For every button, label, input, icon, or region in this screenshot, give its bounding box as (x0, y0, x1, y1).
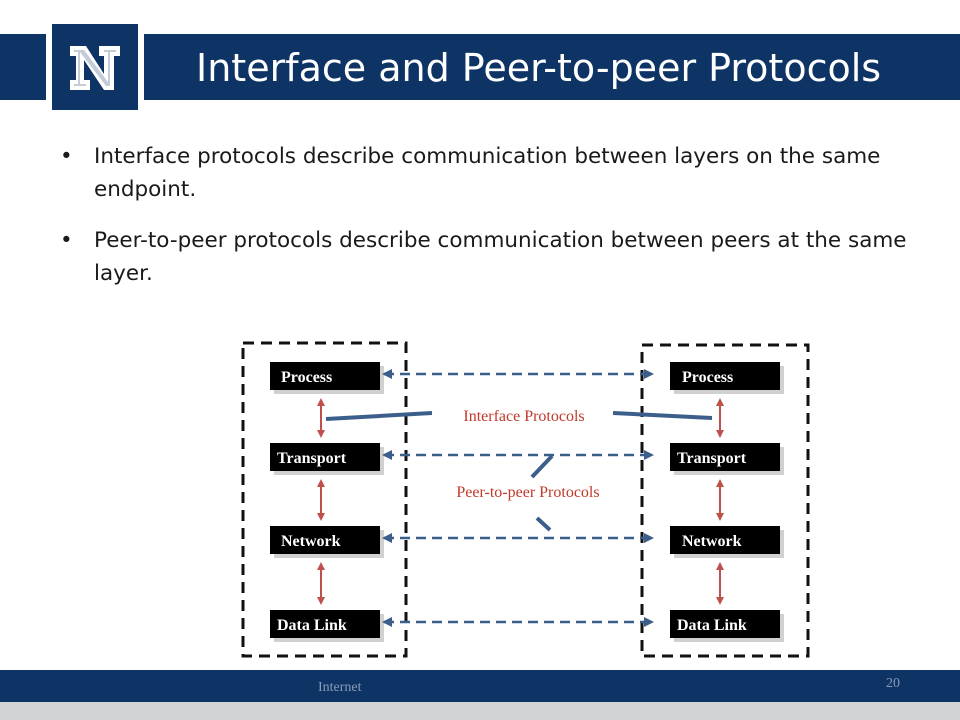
footer-label: Internet (318, 680, 362, 695)
bullet-dot-icon: • (60, 144, 73, 169)
right-layer-transport: Transport (670, 443, 784, 475)
bullet-dot-icon: • (60, 228, 73, 253)
layer-label: Transport (277, 450, 347, 467)
left-endpoint-boundary (241, 341, 408, 658)
university-logo (46, 18, 144, 116)
layer-label: Data Link (277, 617, 347, 634)
bullet-text: Peer-to-peer protocols describe communic… (94, 228, 907, 286)
peer-callout-line (530, 454, 554, 479)
right-layer-data-link: Data Link (670, 610, 784, 642)
left-layer-data-link: Data Link (270, 610, 384, 642)
layer-label: Data Link (677, 617, 747, 634)
layer-label: Transport (677, 450, 747, 467)
interface-callout-line (325, 411, 433, 421)
logo-emblem (52, 24, 138, 110)
right-endpoint-boundary (640, 343, 810, 658)
layer-label: Network (682, 533, 742, 550)
left-layer-transport: Transport (270, 443, 384, 475)
left-layer-network: Network (270, 526, 384, 558)
interface-protocols-label: Interface Protocols (463, 408, 584, 425)
slide-title: Interface and Peer-to-peer Protocols (196, 46, 882, 90)
title-bar (0, 34, 960, 100)
layer-label: Network (281, 533, 341, 550)
page-number: 20 (886, 676, 900, 691)
left-layer-process: Process (270, 362, 384, 394)
peer-callout-line (535, 516, 552, 532)
peer-protocols-label: Peer-to-peer Protocols (456, 484, 599, 501)
right-layer-network: Network (670, 526, 784, 558)
interface-callout-line (612, 411, 713, 420)
right-layer-process: Process (670, 362, 784, 394)
layer-label: Process (281, 369, 332, 386)
footer-strip (0, 702, 960, 720)
bullet-text: Interface protocols describe communicati… (94, 144, 881, 202)
bullet-item: • Interface protocols describe communicat… (60, 140, 920, 206)
bullet-item: • Peer-to-peer protocols describe communi… (60, 224, 920, 290)
logo-n-icon (70, 46, 120, 90)
bullet-list: • Interface protocols describe communicat… (60, 140, 920, 308)
layer-label: Process (682, 369, 733, 386)
footer-bar (0, 670, 960, 702)
